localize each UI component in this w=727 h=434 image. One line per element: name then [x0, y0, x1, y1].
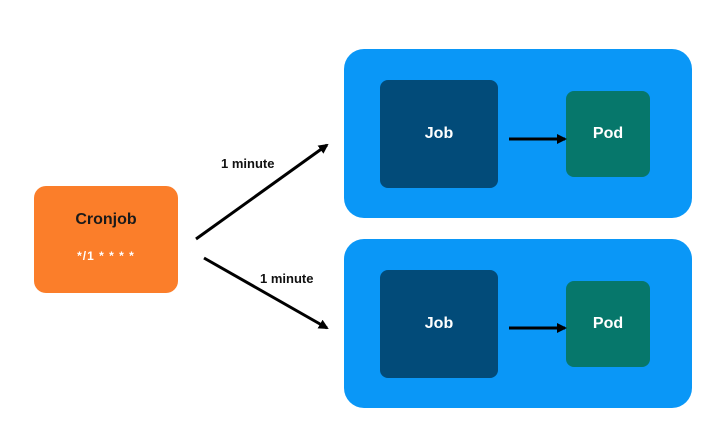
- pod-node-1: Pod: [566, 91, 650, 177]
- edge-label-1: 1 minute: [221, 156, 275, 171]
- job-node-1: Job: [380, 80, 498, 188]
- cronjob-node: Cronjob */1 * * * *: [34, 186, 178, 293]
- pod-node-2: Pod: [566, 281, 650, 367]
- job-node-2: Job: [380, 270, 498, 378]
- cronjob-title: Cronjob: [75, 210, 137, 228]
- edge-label-2: 1 minute: [260, 271, 314, 286]
- cronjob-schedule: */1 * * * *: [77, 248, 135, 263]
- arrow-cronjob-to-group-2: [203, 256, 329, 330]
